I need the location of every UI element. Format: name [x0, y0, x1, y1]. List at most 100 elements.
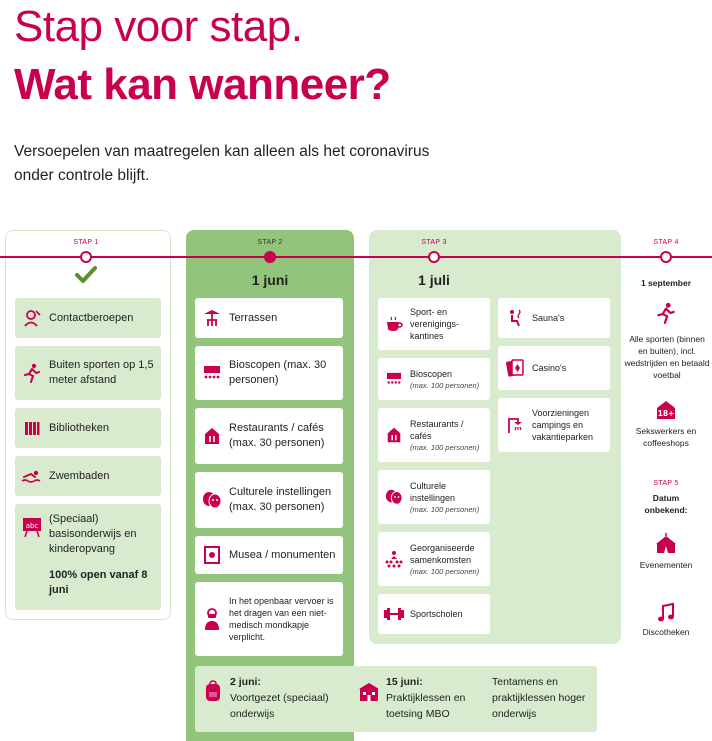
list-item: Bibliotheken [15, 408, 161, 448]
list-item: Voorzieningen campings en vakantieparken [498, 398, 610, 452]
hairdresser-icon [15, 308, 49, 328]
list-item-label: Voorzieningen campings en vakantieparken [532, 408, 594, 442]
list-item: Bioscopen (max. 30 personen) [195, 346, 343, 400]
list-item-label: Culturele instellingen [410, 480, 456, 503]
list-item-label: Terrassen [229, 311, 278, 324]
step5-label: STAP 5 [653, 480, 679, 487]
swimmer-icon [15, 466, 49, 486]
page-title: Stap voor stap. [14, 2, 303, 51]
step5-date: Datum onbekend: [644, 493, 688, 515]
theatre-masks-icon [378, 488, 410, 506]
list-item-note: 100% open vanaf 8 juni [49, 569, 148, 596]
terrace-icon [195, 308, 229, 328]
coffee-cup-icon [378, 314, 410, 334]
list-item-sub: (max. 100 personen) [410, 504, 480, 514]
list-item-label: Zwembaden [49, 469, 110, 482]
list-item-label: Buiten sporten op 1,5 meter afstand [49, 359, 154, 386]
list-item-label: Georganiseerde samenkomsten [410, 542, 475, 565]
restaurant-icon [195, 426, 229, 446]
step2-date: 1 juni [251, 272, 289, 288]
list-item-label: Restaurants / cafés (max. 30 personen) [229, 422, 325, 449]
list-item-sub: (max. 100 personen) [410, 380, 480, 390]
museum-icon [195, 545, 229, 565]
list-item-label: Sportscholen [410, 609, 463, 619]
list-item: Culturele instellingen (max. 100 persone… [378, 470, 490, 524]
page-subtitle: Wat kan wanneer? [14, 60, 391, 109]
dumbbell-icon [378, 607, 410, 621]
circus-tent-icon [626, 532, 706, 554]
list-item-label: In het openbaar vervoer is het dragen va… [229, 596, 334, 642]
step3-marker [428, 251, 440, 263]
step4-marker [660, 251, 672, 263]
list-item: Casino's [498, 346, 610, 390]
list-item-label: (Speciaal) basisonderwijs en kinderopvan… [49, 513, 137, 555]
list-item-label: Bioscopen [410, 368, 453, 379]
18-plus-icon: 18+ [626, 400, 706, 420]
banner-text-c: Tentamens en praktijklessen hoger onderw… [492, 676, 586, 720]
list-item: Restaurants / cafés (max. 100 personen) [378, 408, 490, 462]
list-item-label: Casino's [532, 363, 567, 373]
playing-cards-icon [498, 358, 532, 378]
restaurant-icon [378, 426, 410, 444]
list-item-label: Contactberoepen [49, 311, 134, 324]
list-item: Contactberoepen [15, 298, 161, 338]
list-item-label: Sauna's [532, 313, 565, 323]
list-item: Restaurants / cafés (max. 30 personen) [195, 408, 343, 464]
list-item-label: Evenementen [639, 560, 693, 570]
step2-marker [264, 251, 276, 263]
step1-label: STAP 1 [73, 239, 99, 246]
list-item-sub: (max. 100 personen) [410, 566, 480, 576]
face-mask-icon [195, 607, 229, 631]
school-building-icon [358, 682, 380, 707]
banner-date-b: 15 juni: [386, 676, 423, 688]
checkmark-icon [74, 263, 98, 287]
list-item-label: Restaurants / cafés [410, 418, 464, 441]
intro-text: Versoepelen van maatregelen kan alleen a… [14, 143, 430, 184]
music-note-icon [626, 602, 706, 624]
list-item: In het openbaar vervoer is het dragen va… [195, 582, 343, 656]
sauna-icon [498, 308, 532, 328]
cinema-icon [195, 365, 229, 381]
list-item: Culturele instellingen (max. 30 personen… [195, 472, 343, 528]
list-item: Sauna's [498, 298, 610, 338]
list-item: Bioscopen (max. 100 personen) [378, 358, 490, 400]
step2-label: STAP 2 [257, 239, 283, 246]
banner-date-a: 2 juni: [230, 676, 261, 688]
runner-icon [626, 302, 706, 324]
list-item: Sportscholen [378, 594, 490, 634]
step3-date: 1 juli [418, 272, 450, 288]
banner-text-b: Praktijklessen en toetsing MBO [386, 692, 466, 720]
list-item-label: Musea / monumenten [229, 548, 336, 561]
list-item: Sport- en verenigings-kantines [378, 298, 490, 350]
list-item-label: Sekswerkers en coffeeshops [635, 426, 697, 448]
step4-label: STAP 4 [653, 239, 679, 246]
books-icon [15, 418, 49, 438]
svg-text:abc: abc [26, 522, 39, 530]
step1-marker [80, 251, 92, 263]
list-item: Zwembaden [15, 456, 161, 496]
list-item: Musea / monumenten [195, 536, 343, 574]
list-item-label: Bibliotheken [49, 421, 109, 434]
list-item-label: Culturele instellingen (max. 30 personen… [229, 486, 332, 513]
gathering-icon [378, 550, 410, 568]
list-item: Buiten sporten op 1,5 meter afstand [15, 346, 161, 400]
step3-label: STAP 3 [421, 239, 447, 246]
cinema-icon [378, 372, 410, 386]
runner-icon [15, 363, 49, 383]
svg-text:18+: 18+ [658, 409, 675, 418]
education-banner [195, 666, 597, 732]
shower-icon [498, 415, 532, 435]
timeline [0, 256, 712, 258]
list-item-label: Bioscopen (max. 30 personen) [229, 359, 327, 386]
blackboard-icon: abc [21, 516, 43, 543]
theatre-masks-icon [195, 490, 229, 510]
list-item: Georganiseerde samenkomsten (max. 100 pe… [378, 532, 490, 586]
list-item-label: Alle sporten (binnen en buiten), incl. w… [624, 334, 710, 380]
list-item-label: Discotheken [642, 627, 690, 637]
banner-text-a: Voortgezet (speciaal) onderwijs [230, 692, 329, 720]
list-item-label: Sport- en verenigings-kantines [410, 307, 460, 341]
list-item-sub: (max. 100 personen) [410, 442, 480, 452]
step4-date: 1 september [640, 278, 692, 288]
list-item: Terrassen [195, 298, 343, 338]
list-item: abc (Speciaal) basisonderwijs en kindero… [15, 504, 161, 610]
